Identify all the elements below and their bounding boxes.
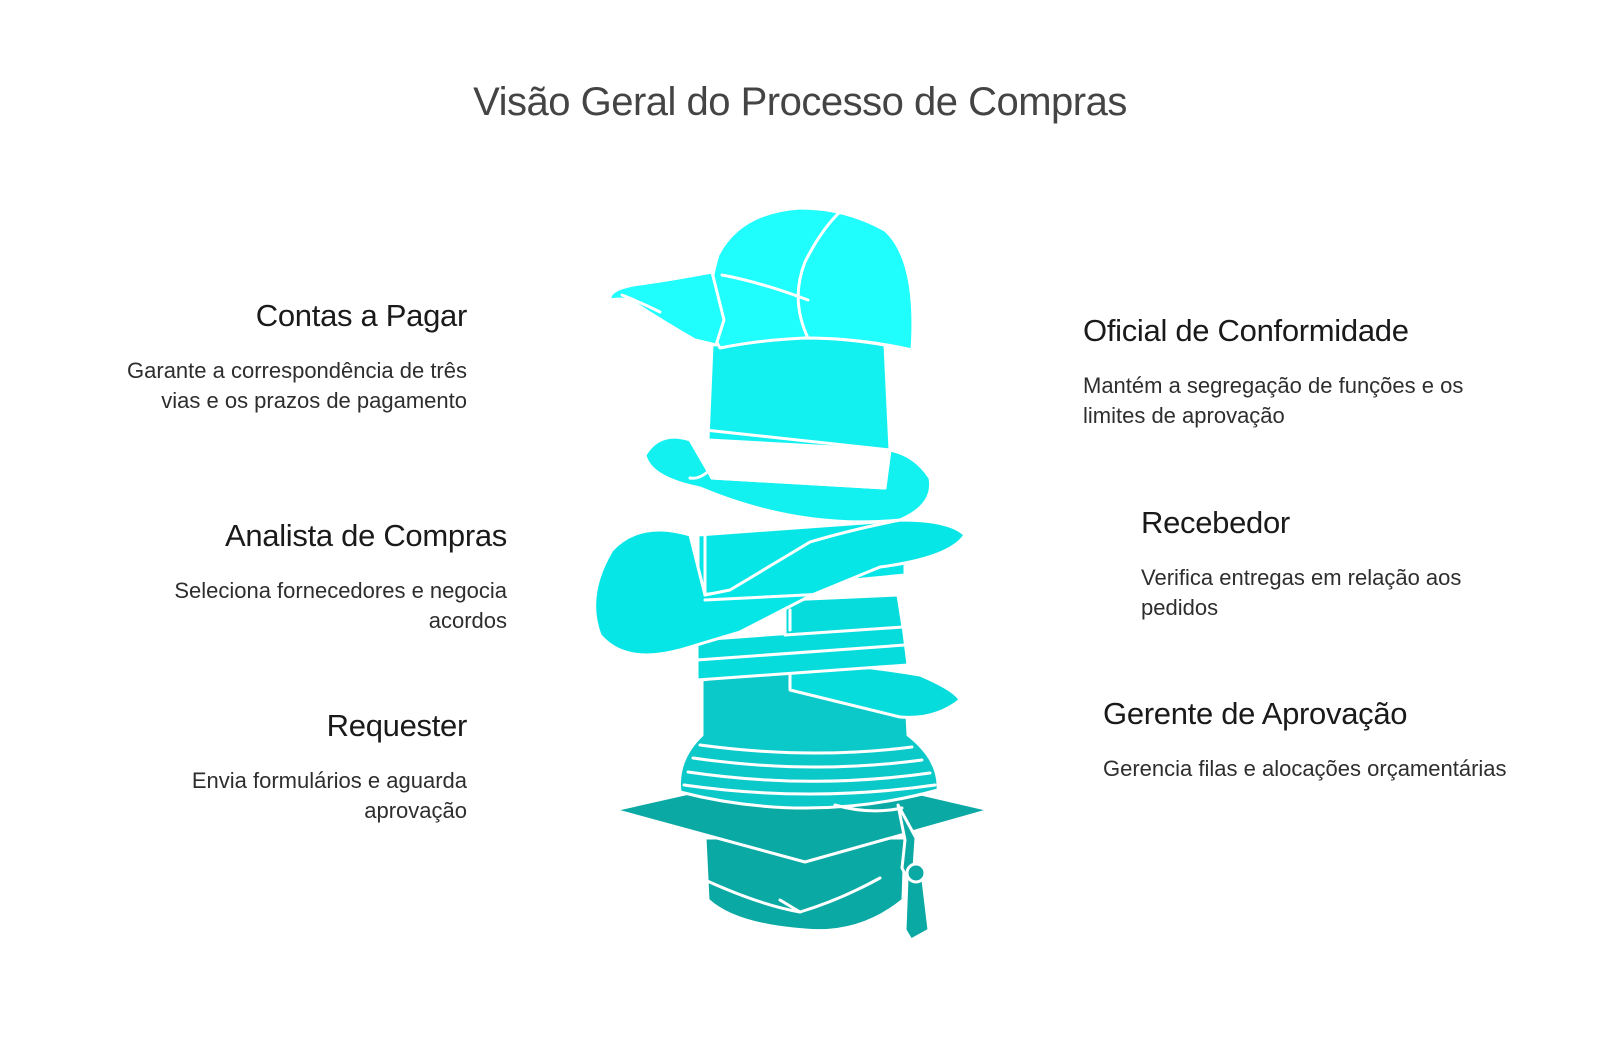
brimmed-hat-icon <box>695 593 962 719</box>
role-description: Gerencia filas e alocações orçamentárias <box>1103 756 1507 781</box>
baseball-cap-icon <box>608 206 915 352</box>
cowboy-hat-icon <box>593 518 967 657</box>
top-hat-icon <box>643 336 933 524</box>
role-description: Garante a correspondência de três vias e… <box>127 358 467 413</box>
role-description: Mantém a segregação de funções e os limi… <box>1083 373 1464 428</box>
role-description: Verifica entregas em relação aos pedidos <box>1141 565 1462 620</box>
role-contas-a-pagar: Contas a Pagar Garante a correspondência… <box>110 298 467 416</box>
role-gerente-de-aprovacao: Gerente de Aprovação Gerencia filas e al… <box>1103 696 1523 784</box>
role-title: Oficial de Conformidade <box>1083 313 1409 348</box>
role-title: Requester <box>326 708 468 743</box>
role-description: Envia formulários e aguarda aprovação <box>191 768 467 823</box>
role-recebedor: Recebedor Verifica entregas em relação a… <box>1141 505 1541 623</box>
role-oficial-de-conformidade: Oficial de Conformidade Mantém a segrega… <box>1083 313 1503 431</box>
role-analista-de-compras: Analista de Compras Seleciona fornecedor… <box>110 518 507 636</box>
role-title: Recebedor <box>1141 505 1290 540</box>
role-requester: Requester Envia formulários e aguarda ap… <box>110 708 467 826</box>
role-title: Gerente de Aprovação <box>1103 696 1408 731</box>
page-title: Visão Geral do Processo de Compras <box>473 80 1127 124</box>
role-title: Analista de Compras <box>224 518 507 553</box>
role-description: Seleciona fornecedores e negocia acordos <box>174 578 507 633</box>
role-title: Contas a Pagar <box>255 298 468 333</box>
